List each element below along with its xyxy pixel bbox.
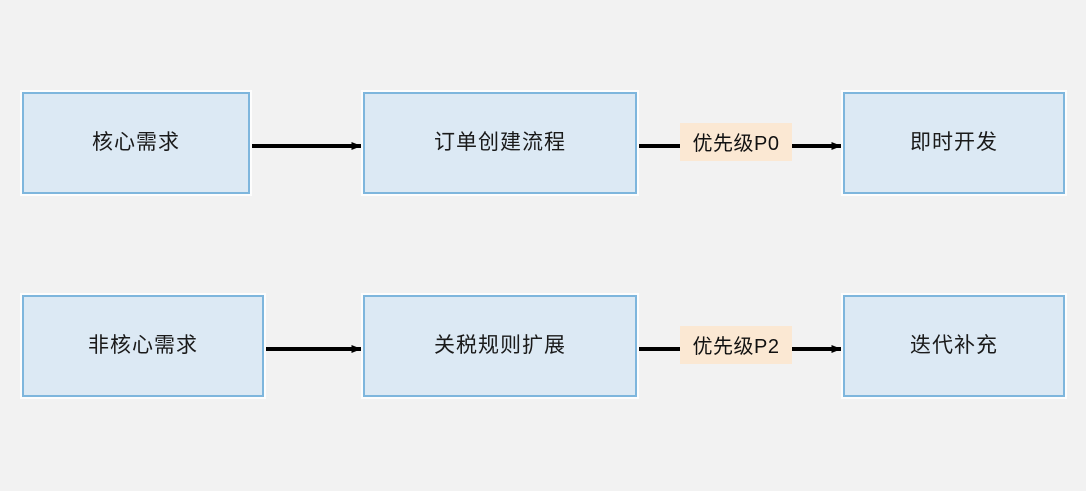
node-order-flow[interactable]: 订单创建流程 bbox=[363, 92, 637, 194]
node-core-req-label: 核心需求 bbox=[92, 131, 180, 155]
edge-label-priority-p2: 优先级P2 bbox=[680, 326, 792, 364]
node-core-req[interactable]: 核心需求 bbox=[22, 92, 250, 194]
node-iterative-supplement-label: 迭代补充 bbox=[910, 334, 998, 358]
edge-label-priority-p0: 优先级P0 bbox=[680, 123, 792, 161]
node-iterative-supplement[interactable]: 迭代补充 bbox=[843, 295, 1065, 397]
node-tariff-rule-label: 关税规则扩展 bbox=[434, 334, 566, 358]
node-order-flow-label: 订单创建流程 bbox=[434, 131, 566, 155]
node-immediate-dev[interactable]: 即时开发 bbox=[843, 92, 1065, 194]
node-tariff-rule[interactable]: 关税规则扩展 bbox=[363, 295, 637, 397]
node-noncore-req[interactable]: 非核心需求 bbox=[22, 295, 264, 397]
node-immediate-dev-label: 即时开发 bbox=[910, 131, 998, 155]
node-noncore-req-label: 非核心需求 bbox=[88, 334, 198, 358]
